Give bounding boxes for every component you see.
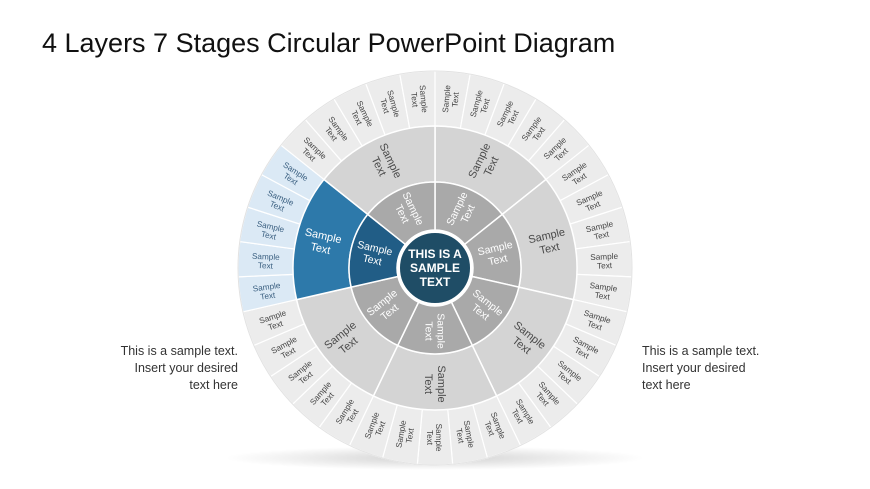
inner-segment-label: SampleText: [353, 239, 393, 270]
outer-ring-label: SampleText: [251, 252, 280, 271]
outer-ring-label: SampleText: [585, 219, 617, 243]
stage-label: SampleText: [422, 365, 447, 402]
right-description-text: This is a sample text. Insert your desir…: [642, 344, 760, 392]
outer-ring-label: SampleText: [394, 419, 417, 450]
outer-ring-label: SampleText: [441, 84, 461, 114]
center-text-line: SAMPLE: [410, 261, 460, 275]
inner-ring: SampleTextSampleTextSampleTextSampleText…: [348, 181, 522, 355]
outer-ring-label: SampleText: [590, 252, 619, 271]
center-disc: [398, 231, 472, 305]
outer-ring-label: SampleText: [425, 424, 443, 452]
outer-ring-label: SampleText: [409, 85, 429, 115]
inner-segment: [366, 181, 436, 246]
inner-segment-label: SampleText: [423, 313, 447, 349]
left-description-text: This is a sample text. Insert your desir…: [120, 344, 238, 392]
outer-ring-label: SampleText: [453, 420, 476, 451]
page-title: 4 Layers 7 Stages Circular PowerPoint Di…: [42, 28, 616, 58]
outer-ring-label: SampleText: [588, 281, 618, 303]
inner-segment-label: SampleText: [477, 239, 517, 270]
center-text-line: THIS IS A: [408, 247, 462, 261]
outer-ring-label: SampleText: [252, 281, 282, 303]
outer-ring-label: SampleText: [254, 219, 286, 243]
outer-rim: [237, 70, 633, 466]
center-text-line: TEXT: [420, 275, 451, 289]
